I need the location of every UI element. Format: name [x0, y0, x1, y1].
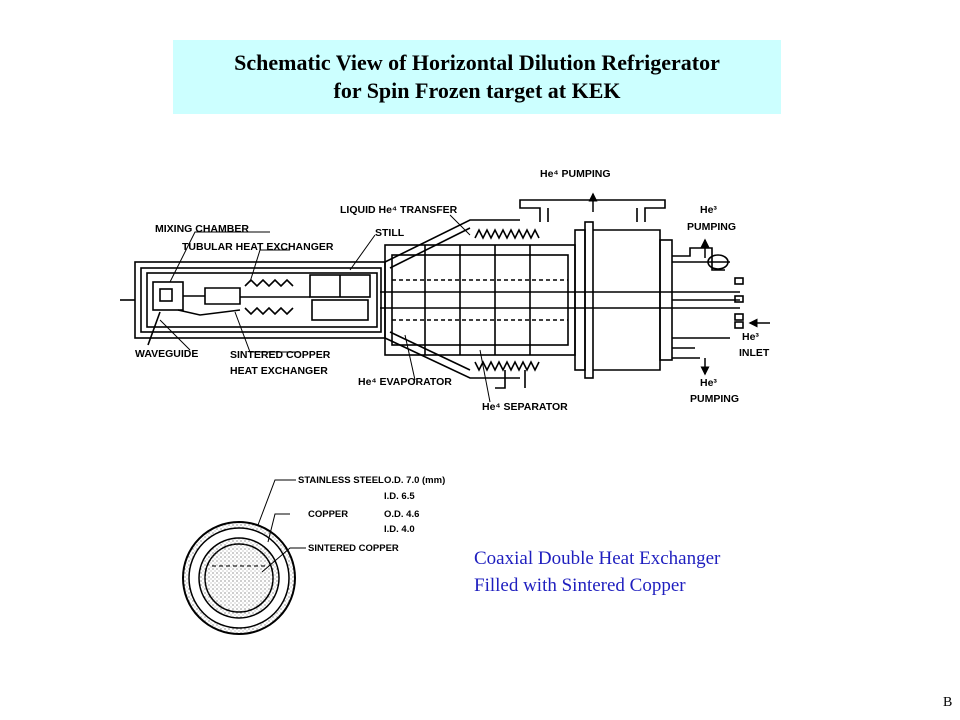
cross-section-caption: Coaxial Double Heat Exchanger Filled wit…	[474, 545, 720, 599]
label-copper: COPPER	[308, 509, 348, 520]
label-sintered-copper-b: HEAT EXCHANGER	[230, 365, 328, 377]
label-he3-inlet-b: INLET	[739, 347, 770, 359]
label-cu-id: I.D. 4.0	[384, 524, 415, 535]
label-sintered-copper-a: SINTERED COPPER	[230, 349, 331, 361]
heat-exchanger-cross-section	[182, 521, 296, 635]
label-ss-id: I.D. 6.5	[384, 491, 415, 502]
title-line-1: Schematic View of Horizontal Dilution Re…	[234, 50, 720, 75]
label-he4-separator: He⁴ SEPARATOR	[482, 401, 568, 413]
caption-line-2: Filled with Sintered Copper	[474, 575, 686, 596]
caption-line-1: Coaxial Double Heat Exchanger	[474, 548, 721, 569]
label-he3-pumping-top-b: PUMPING	[687, 221, 736, 233]
label-still: STILL	[375, 227, 405, 239]
label-he3-inlet-a: He³	[742, 331, 759, 343]
label-liquid-he4-transfer: LIQUID He⁴ TRANSFER	[340, 204, 458, 216]
label-mixing-chamber: MIXING CHAMBER	[155, 223, 249, 235]
label-he3-pumping-top-a: He³	[700, 204, 717, 216]
label-he3-pumping-bottom-a: He³	[700, 377, 717, 389]
label-sintered-copper: SINTERED COPPER	[308, 543, 399, 554]
title-box: Schematic View of Horizontal Dilution Re…	[173, 40, 781, 114]
label-stainless-steel: STAINLESS STEEL	[298, 475, 384, 486]
label-he4-evaporator: He⁴ EVAPORATOR	[358, 376, 452, 388]
label-tubular-heat-exchanger: TUBULAR HEAT EXCHANGER	[182, 241, 334, 253]
label-ss-od: O.D. 7.0 (mm)	[384, 475, 445, 486]
label-he4-pumping: He⁴ PUMPING	[540, 168, 611, 180]
label-cu-od: O.D. 4.6	[384, 509, 419, 520]
slide-letter: B	[943, 695, 953, 710]
title-line-2: for Spin Frozen target at KEK	[333, 78, 621, 103]
label-he3-pumping-bottom-b: PUMPING	[690, 393, 739, 405]
refrigerator-body	[120, 199, 744, 389]
label-waveguide: WAVEGUIDE	[135, 348, 198, 360]
